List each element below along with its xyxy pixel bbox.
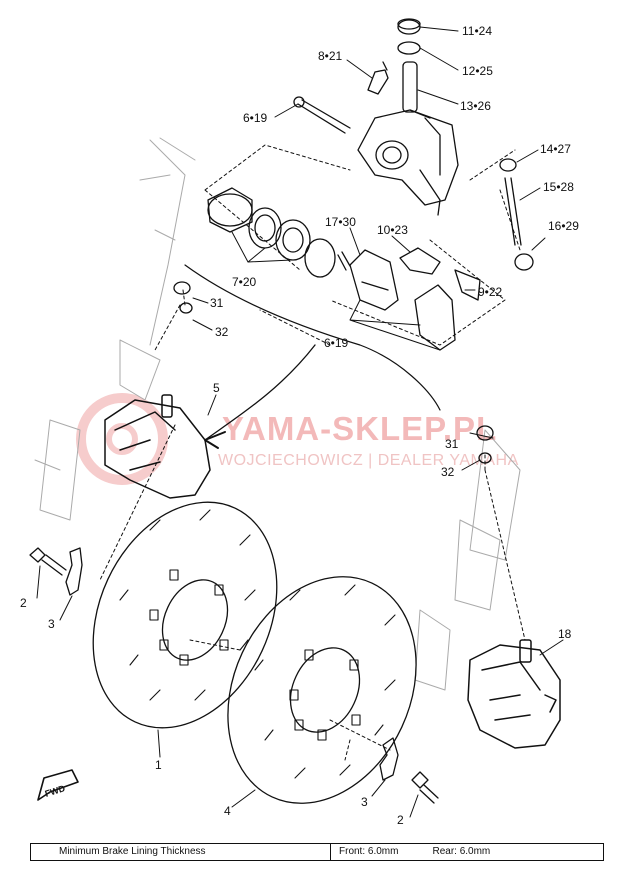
- callout-13-26: 13•26: [460, 99, 491, 113]
- watermark-title: YAMA-SKLEP.PL: [222, 410, 498, 447]
- guide-line-to-callout-5: [204, 344, 316, 441]
- callout-15-28: 15•28: [543, 180, 574, 194]
- caliper-assembly-left: [104, 394, 211, 499]
- fork-leg-left: [34, 137, 196, 521]
- watermark-logo-icon: [76, 393, 168, 485]
- callout-12-25: 12•25: [462, 64, 493, 78]
- spec-front-value: Front: 6.0mm: [339, 846, 399, 857]
- fork-leg-right: [414, 429, 521, 691]
- callout-1: 1: [155, 758, 162, 772]
- callout-18: 18: [558, 627, 572, 641]
- oring-part: [397, 41, 421, 55]
- disc-bolt-left: [29, 547, 67, 576]
- disc-bolt-right: [411, 771, 439, 804]
- fwd-arrow-icon: [37, 769, 79, 801]
- callout-17-30: 17•30: [325, 215, 356, 229]
- callout-3-right: 3: [361, 795, 368, 809]
- spec-bar: Minimum Brake Lining Thickness Front: 6.…: [30, 843, 604, 861]
- support-plate: [414, 284, 456, 351]
- assembly-guide-lines: [99, 144, 526, 761]
- mount-bolt-top: [293, 96, 351, 134]
- callout-32-left: 32: [215, 325, 229, 339]
- washers-left: [173, 281, 193, 314]
- washers-right: [476, 425, 494, 464]
- watermark-logo-core-icon: [106, 423, 138, 455]
- piston-and-seals: [207, 187, 336, 278]
- callout-32-right: 32: [441, 465, 455, 479]
- callout-6-19-mid: 6•19: [324, 336, 349, 350]
- top-caliper: [357, 109, 459, 216]
- callout-4: 4: [224, 804, 231, 818]
- leader-lines: [36, 26, 564, 818]
- callout-9-22: 9•22: [478, 285, 503, 299]
- watermark-subtitle: WOJCIECHOWICZ | DEALER YAMAHA: [218, 452, 519, 469]
- callout-2-right: 2: [397, 813, 404, 827]
- callout-31-right: 31: [445, 437, 459, 451]
- callout-7-20: 7•20: [232, 275, 257, 289]
- callout-14-27: 14•27: [540, 142, 571, 156]
- callout-10-23: 10•23: [377, 223, 408, 237]
- caliper-assembly-right: [467, 639, 561, 749]
- spec-label: Minimum Brake Lining Thickness: [31, 844, 331, 860]
- lock-washer-right: [379, 737, 399, 781]
- callout-31-left: 31: [210, 296, 224, 310]
- pad-clip: [454, 269, 481, 301]
- guide-curve: [184, 264, 441, 411]
- callout-5: 5: [213, 381, 220, 395]
- callout-3-left: 3: [48, 617, 55, 631]
- spec-values: Front: 6.0mm Rear: 6.0mm: [331, 844, 603, 860]
- callout-6-19-top: 6•19: [243, 111, 268, 125]
- bleed-screw: [367, 61, 389, 95]
- brake-pads: [337, 247, 441, 311]
- spec-rear-value: Rear: 6.0mm: [432, 846, 491, 857]
- caliper-pin: [402, 61, 418, 113]
- brake-disc-left: [92, 501, 278, 729]
- lock-washer-left: [65, 547, 83, 596]
- callout-16-29: 16•29: [548, 219, 579, 233]
- arrow-to-caliper: [204, 431, 226, 449]
- long-bolt: [499, 158, 534, 271]
- callout-2-left: 2: [20, 596, 27, 610]
- callout-11-24: 11•24: [462, 24, 493, 38]
- callout-8-21: 8•21: [318, 49, 343, 63]
- brake-disc-right: [227, 576, 417, 804]
